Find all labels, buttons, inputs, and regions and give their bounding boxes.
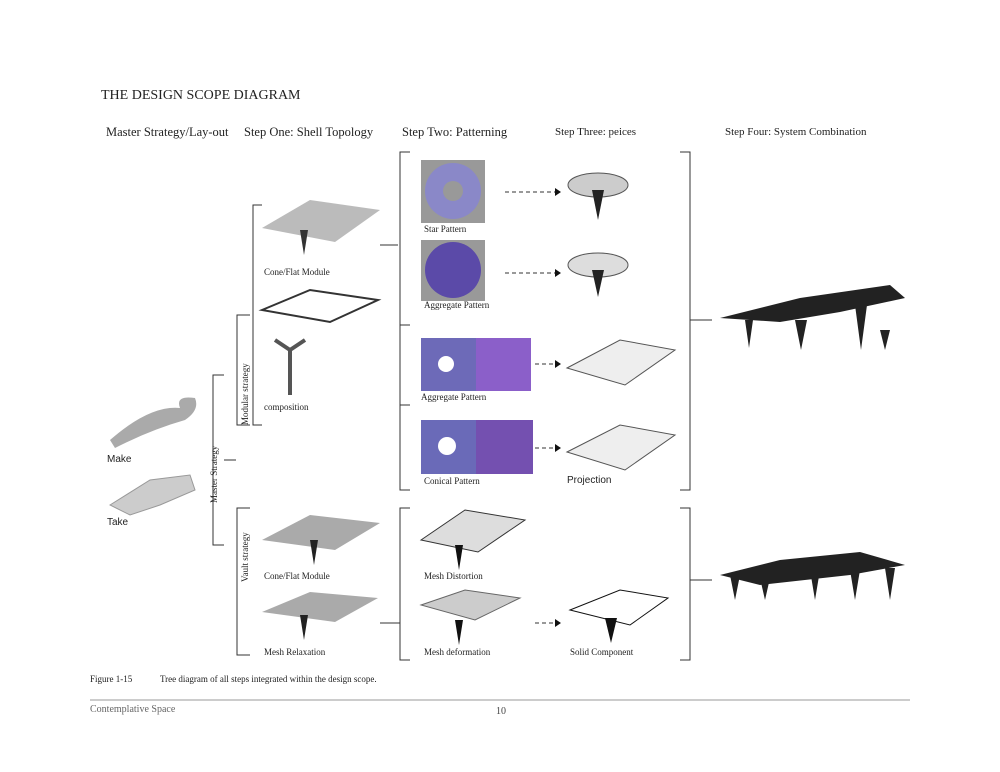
step-two-label: Mesh Distortion bbox=[424, 571, 483, 581]
make-shape bbox=[110, 397, 197, 448]
take-shape bbox=[108, 474, 196, 516]
make-label: Make bbox=[107, 454, 132, 465]
step-two-label: Aggregate Pattern bbox=[421, 392, 487, 402]
column-header: Step Four: System Combination bbox=[725, 126, 867, 138]
page-title: THE DESIGN SCOPE DIAGRAM bbox=[101, 88, 301, 103]
step-one-label: Cone/Flat Module bbox=[264, 267, 330, 277]
column-header: Step Two: Patterning bbox=[402, 125, 508, 139]
master-bracket bbox=[212, 374, 224, 546]
step-two-label: Star Pattern bbox=[424, 224, 467, 234]
figure-number: Figure 1-15 bbox=[90, 674, 133, 684]
step-one-label: composition bbox=[264, 402, 309, 412]
page-number: 10 bbox=[496, 706, 506, 717]
step-two-label: Conical Pattern bbox=[424, 476, 480, 486]
vault-bracket bbox=[236, 507, 250, 656]
column-header: Step One: Shell Topology bbox=[244, 125, 374, 139]
master-strategy-label: Master Strategy bbox=[209, 445, 219, 503]
take-label: Take bbox=[107, 517, 129, 528]
figure-caption: Tree diagram of all steps integrated wit… bbox=[160, 674, 377, 684]
step-two-label: Mesh deformation bbox=[424, 647, 491, 657]
step-one-label: Mesh Relaxation bbox=[264, 647, 326, 657]
modular-bracket bbox=[236, 314, 250, 426]
projection-label: Projection bbox=[567, 475, 612, 486]
solid-component-label: Solid Component bbox=[570, 647, 634, 657]
column-header: Master Strategy/Lay-out bbox=[106, 125, 229, 139]
step-one-label: Cone/Flat Module bbox=[264, 571, 330, 581]
footer-title: Contemplative Space bbox=[90, 704, 176, 715]
column-header: Step Three: peices bbox=[555, 126, 637, 138]
step-two-label: Aggregate Pattern bbox=[424, 300, 490, 310]
vault-strategy-label: Vault strategy bbox=[240, 532, 250, 582]
modular-strategy-label: Modular strategy bbox=[240, 363, 250, 425]
shell-bracket bbox=[252, 204, 262, 426]
